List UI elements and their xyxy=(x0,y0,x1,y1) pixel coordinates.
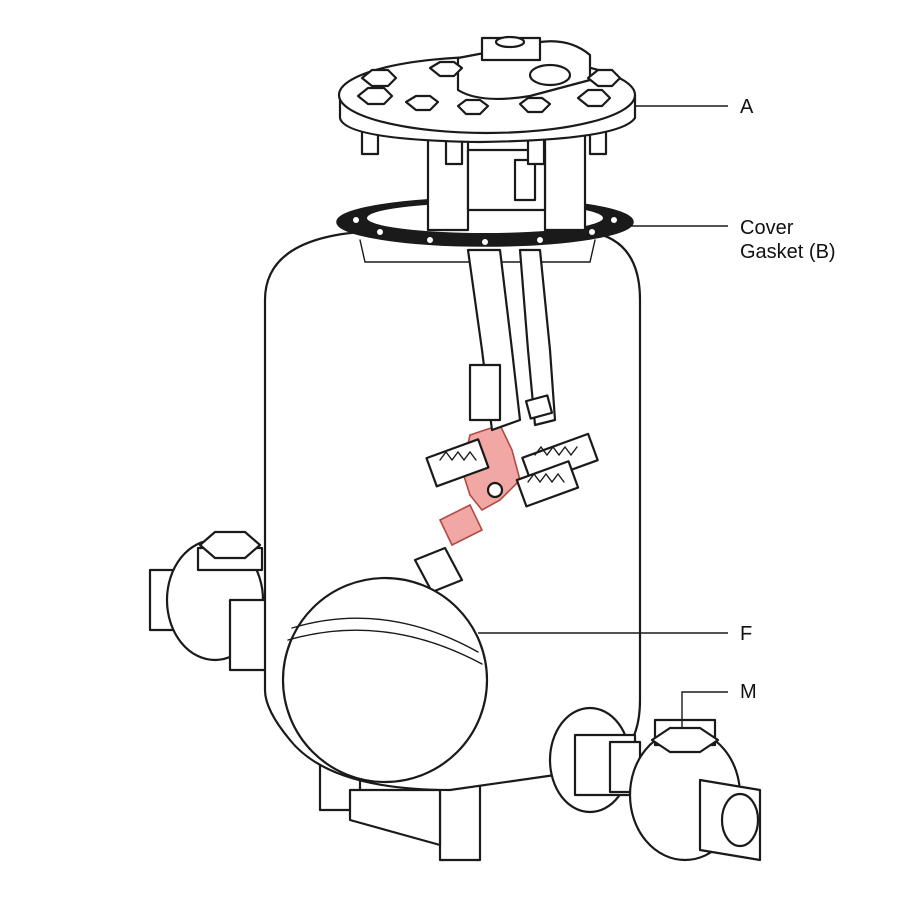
cover-bolts xyxy=(360,128,608,166)
lever-arms xyxy=(466,248,557,432)
float-ball xyxy=(281,546,489,784)
leader-m xyxy=(681,691,728,728)
label-cover-gasket-line2: Gasket (B) xyxy=(740,241,836,263)
cover-plate xyxy=(337,35,637,144)
spring-mechanism xyxy=(425,432,599,508)
label-a: A xyxy=(740,96,754,118)
leader-lines xyxy=(478,105,728,728)
inlet-connection xyxy=(148,530,272,672)
label-cover-gasket: Cover Gasket (B) xyxy=(740,216,836,264)
outlet-connection xyxy=(548,706,762,862)
label-cover-gasket-line1: Cover xyxy=(740,217,794,239)
label-m: M xyxy=(740,681,757,703)
label-f: F xyxy=(740,623,753,645)
